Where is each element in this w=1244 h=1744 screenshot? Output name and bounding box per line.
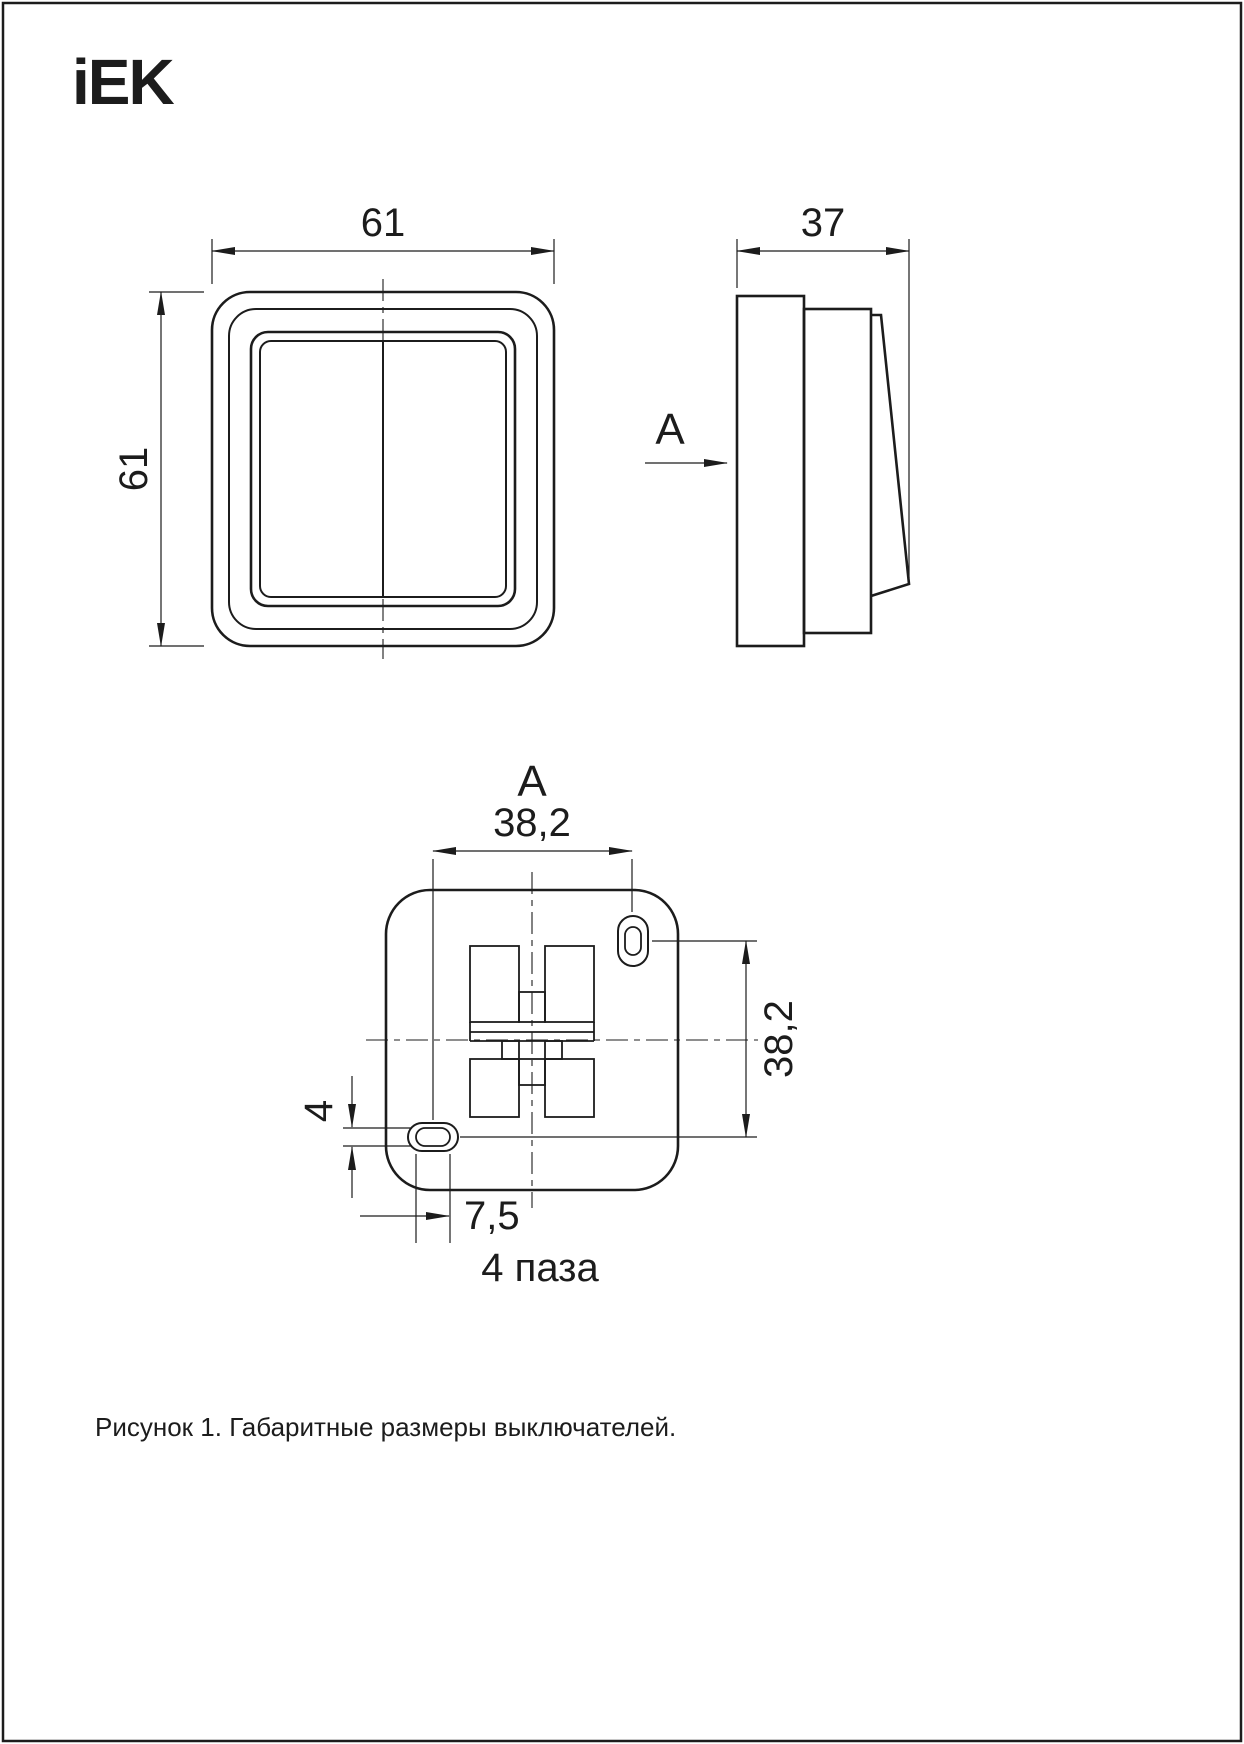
brand-logo: iEK [72, 46, 174, 118]
mechanism-bridge [518, 1058, 546, 1086]
dimension-value: 61 [112, 447, 156, 492]
mechanism-claw [469, 1058, 520, 1118]
mechanism-bridge [518, 991, 546, 1023]
dimension-value: 61 [361, 201, 406, 245]
slot-outer-outline [407, 1122, 459, 1152]
front-height-dimension: 61 [112, 291, 204, 647]
view-direction-marker: A [645, 405, 728, 467]
dimension-value: 37 [801, 201, 846, 245]
slot-inner-outline [624, 926, 642, 956]
side-rocker-outline [870, 313, 911, 598]
mechanism-detail [469, 945, 595, 1118]
mechanism-claw [469, 945, 520, 1023]
side-body-outline [802, 307, 873, 635]
dimension-value: 4 [297, 1100, 341, 1122]
figure-caption: Рисунок 1. Габаритные размеры выключател… [95, 1412, 676, 1442]
mounting-slot-top-right [617, 915, 649, 967]
slot-inner-outline [415, 1127, 451, 1147]
slot-spacing-vertical-dimension: 38,2 [460, 940, 801, 1138]
slot-spacing-horizontal-dimension: 38,2 [432, 801, 633, 1120]
mechanism-claw [544, 945, 595, 1023]
mounting-slot-bottom-left [407, 1122, 459, 1152]
dimension-value: 38,2 [757, 1000, 801, 1078]
side-baseplate-outline [735, 294, 806, 648]
slot-width-dimension: 4 [297, 1076, 412, 1198]
dimension-value: 38,2 [493, 801, 571, 845]
front-width-dimension: 61 [211, 201, 555, 284]
back-view-label: A [517, 757, 547, 806]
side-view: 37 A [645, 201, 911, 648]
mechanism-terminal [501, 1040, 520, 1060]
view-arrow-label: A [655, 405, 685, 454]
slots-count-note: 4 паза [481, 1246, 599, 1290]
slot-length-dimension: 7,5 [360, 1154, 520, 1243]
side-depth-dimension: 37 [736, 201, 910, 578]
dimension-value: 7,5 [464, 1194, 520, 1238]
mechanism-terminal [544, 1040, 563, 1060]
back-view: A [297, 757, 801, 1290]
front-view: 61 61 [112, 201, 556, 659]
slot-outer-outline [617, 915, 649, 967]
mechanism-claw [544, 1058, 595, 1118]
